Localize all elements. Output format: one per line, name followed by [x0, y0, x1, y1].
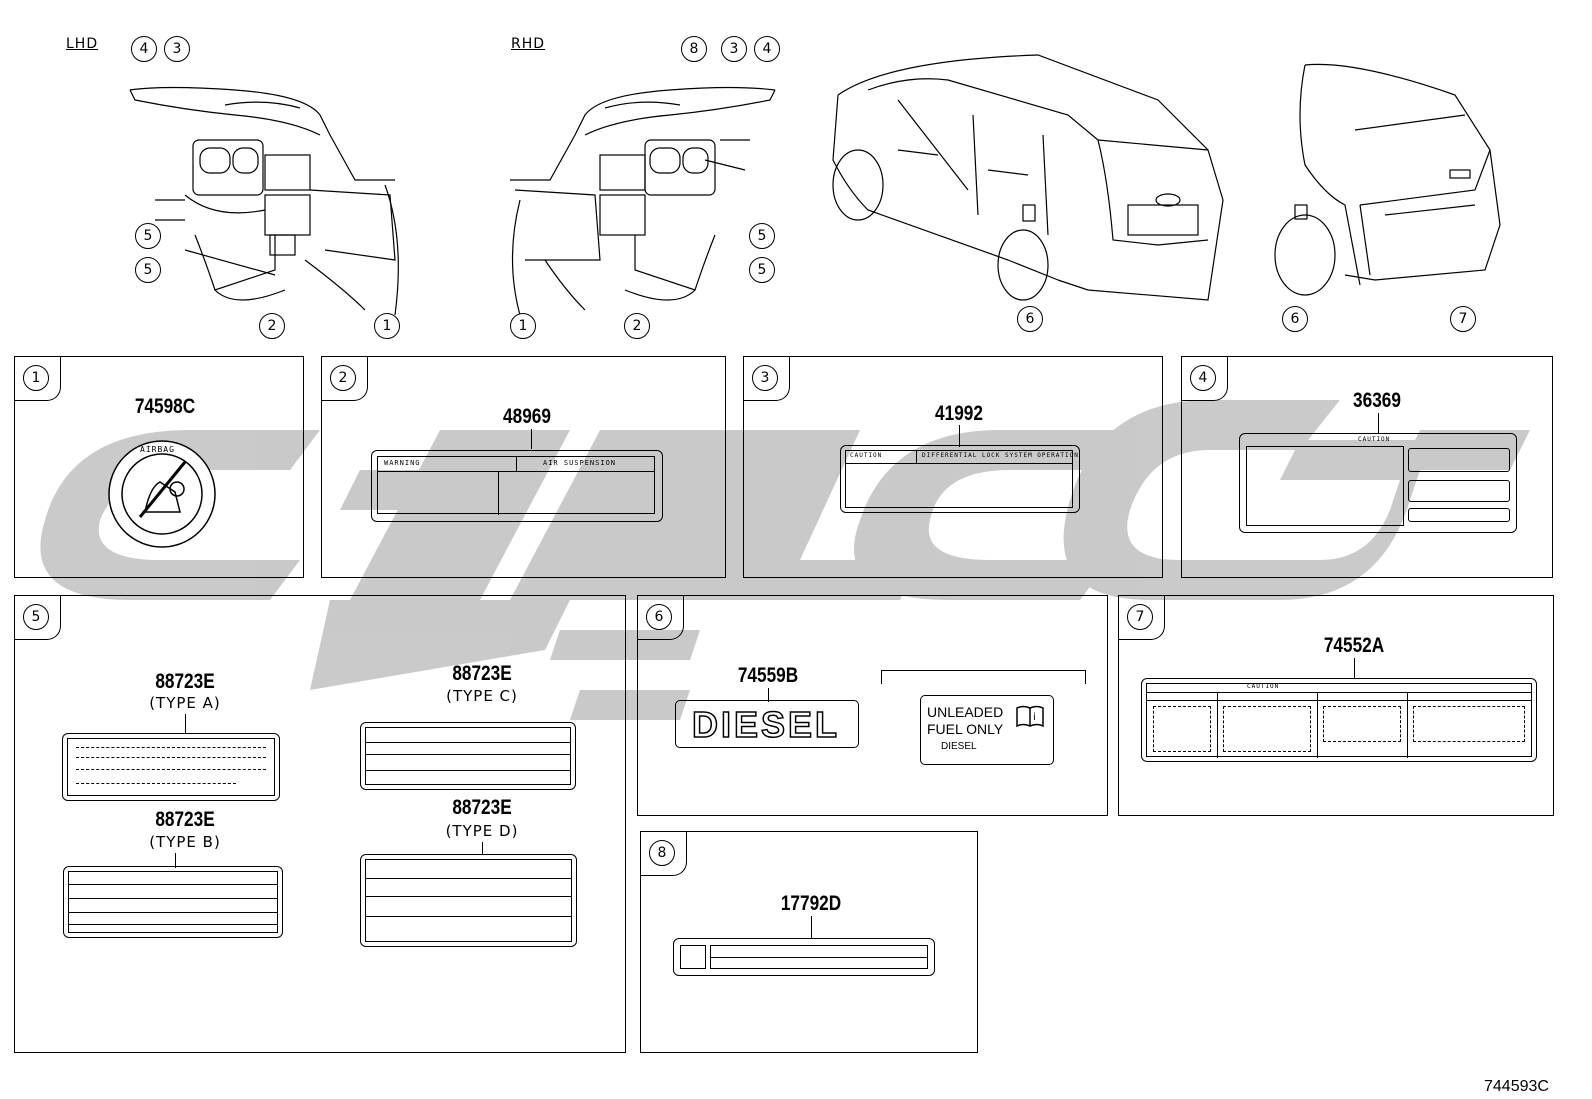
panel-number: 1: [23, 365, 49, 391]
part-number-type-a: 88723E: [155, 670, 215, 693]
panel-number: 7: [1127, 604, 1153, 630]
panel-2: 2 48969 WARNING AIR SUSPENSION: [321, 356, 726, 578]
lhd-dashboard-illustration: [129, 86, 399, 316]
part-number: 17792D: [780, 892, 842, 915]
callout-1: 1: [374, 313, 400, 339]
part-number: 41992: [935, 402, 983, 425]
caution-text: CAUTION: [850, 452, 883, 459]
label-type-d: [360, 854, 577, 947]
part-number: 36369: [1353, 389, 1401, 412]
callout-7: 7: [1450, 306, 1476, 332]
label-type-a: [62, 733, 280, 801]
manual-book-icon: i: [1016, 705, 1044, 728]
panel-1: 1 74598C AIRBAG: [14, 356, 304, 578]
air-suspension-title: AIR SUSPENSION: [543, 459, 617, 467]
callout-5: 5: [135, 223, 161, 249]
panel-7: 7 74552A CAUTION: [1118, 595, 1554, 816]
part-number: 48969: [503, 405, 551, 428]
panel-3: 3 41992 CAUTION DIFFERENTIAL LOCK SYSTEM…: [743, 356, 1163, 578]
callout-1: 1: [510, 313, 536, 339]
unleaded-fuel-label: UNLEADED FUEL ONLY DIESEL i: [920, 695, 1054, 765]
part-number: 74559B: [737, 664, 799, 687]
callout-4: 4: [131, 36, 157, 62]
part-number: 74598C: [134, 395, 196, 418]
callout-5: 5: [749, 257, 775, 283]
diesel-text: DIESEL: [691, 703, 841, 746]
panel-6: 6 74559B DIESEL UNLEADED FUEL ONLY DIESE…: [637, 595, 1108, 816]
warning-text: WARNING: [384, 459, 421, 467]
label-type-c: [360, 722, 576, 790]
vehicle-rear-illustration: [1274, 63, 1501, 296]
callout-2: 2: [259, 313, 285, 339]
caution-text: CAUTION: [1247, 683, 1280, 690]
part-number-type-b: 88723E: [155, 808, 215, 831]
unleaded-line1: UNLEADED: [927, 704, 1004, 720]
rhd-dashboard-illustration: [510, 86, 776, 316]
caution-label: CAUTION: [1141, 678, 1537, 762]
callout-6: 6: [1017, 306, 1043, 332]
callout-2: 2: [624, 313, 650, 339]
callout-8: 8: [681, 36, 707, 62]
callout-5: 5: [135, 257, 161, 283]
panel-8: 8 17792D: [640, 831, 978, 1053]
airbag-text: AIRBAG: [140, 445, 175, 454]
type-c-label: (TYPE C): [446, 687, 518, 705]
vehicle-exterior-illustration: [832, 54, 1224, 301]
caution-text: CAUTION: [1358, 436, 1391, 443]
part-number-type-c: 88723E: [452, 662, 512, 685]
lhd-view-label: LHD: [66, 36, 99, 52]
panel-4: 4 36369 CAUTION: [1181, 356, 1553, 578]
svg-text:i: i: [1033, 712, 1036, 723]
differential-lock-label: CAUTION DIFFERENTIAL LOCK SYSTEM OPERATI…: [840, 445, 1080, 513]
rhd-view-label: RHD: [511, 36, 546, 52]
part-number: 74552A: [1323, 634, 1385, 657]
callout-3: 3: [164, 36, 190, 62]
part-number-type-d: 88723E: [452, 796, 512, 819]
type-a-label: (TYPE A): [149, 694, 221, 712]
strip-label: [673, 938, 935, 976]
type-b-label: (TYPE B): [149, 833, 221, 851]
air-suspension-label: WARNING AIR SUSPENSION: [371, 450, 663, 522]
panel-number: 3: [752, 365, 778, 391]
label-type-b: [63, 866, 283, 938]
caution-label: CAUTION: [1239, 433, 1517, 533]
type-d-label: (TYPE D): [445, 822, 519, 840]
panel-number: 6: [646, 604, 672, 630]
label-title: DIFFERENTIAL LOCK SYSTEM OPERATION: [922, 452, 1079, 459]
panel-number: 2: [330, 365, 356, 391]
panel-number: 8: [649, 840, 675, 866]
callout-4: 4: [754, 36, 780, 62]
airbag-label-icon: [108, 440, 216, 548]
callout-6: 6: [1282, 306, 1308, 332]
panel-number: 4: [1190, 365, 1216, 391]
callout-5: 5: [749, 223, 775, 249]
unleaded-line3: DIESEL: [941, 741, 977, 752]
diesel-emblem: DIESEL: [675, 700, 859, 748]
panel-number: 5: [23, 604, 49, 630]
figure-id: 744593C: [1484, 1078, 1549, 1095]
callout-3: 3: [721, 36, 747, 62]
unleaded-line2: FUEL ONLY: [927, 721, 1004, 737]
panel-5: 5 88723E (TYPE A) 88723E (TYPE B) 88723E…: [14, 595, 626, 1053]
